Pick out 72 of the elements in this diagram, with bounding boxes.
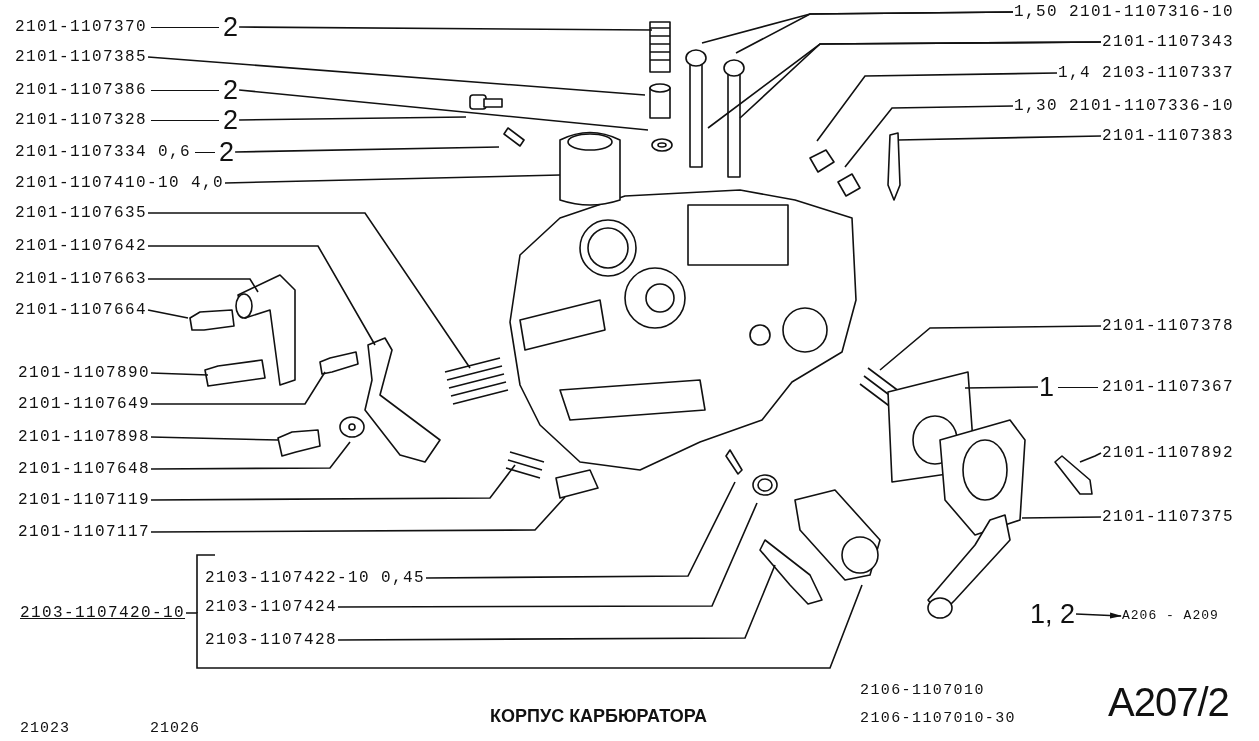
callout-number: 1 xyxy=(1039,373,1055,401)
callout-number: 2 xyxy=(223,106,239,134)
part-number-label: 2101-1107649 xyxy=(18,395,151,413)
leader-line xyxy=(238,26,653,31)
model-number: 21023 xyxy=(20,720,70,737)
leader-line xyxy=(224,174,561,184)
leader-line xyxy=(238,116,467,121)
part-number-label: 2103-1107428 xyxy=(205,631,338,649)
part-number-label: 2101-1107890 xyxy=(18,364,151,382)
arrow xyxy=(1075,612,1122,619)
page-number: A207/2 xyxy=(1108,680,1229,725)
leader-line xyxy=(150,464,516,501)
part-number-label: 2101-1107898 xyxy=(18,428,151,446)
leader-line xyxy=(337,502,758,608)
leader-line xyxy=(147,245,376,346)
part-number-label: 2101-1107378 xyxy=(1102,317,1235,335)
part-number-label: 2106-1107010 xyxy=(860,682,985,699)
part-number-label: 2101-1107383 xyxy=(1102,127,1235,145)
leader-line xyxy=(147,56,646,96)
part-number-label: 2101-1107343 xyxy=(1102,33,1235,51)
part-number-label: 2101-1107375 xyxy=(1102,508,1235,526)
leader-line xyxy=(150,496,566,533)
part-number-label: 2106-1107010-30 xyxy=(860,710,1017,727)
callout-number: 2 xyxy=(219,138,235,166)
part-number-label: 2103-1107424 xyxy=(205,598,338,616)
part-number-label: 2101-1107385 xyxy=(15,48,148,66)
leader-line xyxy=(150,441,351,470)
part-number-label: 2103-1107422-10 0,45 xyxy=(205,569,426,587)
part-number-label: 2101-1107117 xyxy=(18,523,151,541)
leader-line xyxy=(337,564,776,641)
part-number-label: 2101-1107663 xyxy=(15,270,148,288)
part-number-label: 2101-1107367 xyxy=(1102,378,1235,396)
part-number-label: 2101-1107648 xyxy=(18,460,151,478)
leader-line xyxy=(1021,516,1102,519)
part-number-label: 2101-1107642 xyxy=(15,237,148,255)
leader-line xyxy=(147,212,471,369)
leader-line xyxy=(964,386,1039,389)
leader-line xyxy=(1079,452,1102,463)
leader-line xyxy=(735,11,1014,54)
leader-line xyxy=(150,372,209,376)
part-number-label: 2101-1107635 xyxy=(15,204,148,222)
callout-number: 2 xyxy=(223,13,239,41)
leader-line xyxy=(739,41,1102,119)
leader-line xyxy=(150,436,279,441)
leader-line xyxy=(234,146,500,153)
leader-line xyxy=(185,584,863,669)
part-number-label: A206 - A209 xyxy=(1122,607,1219,625)
leader-line xyxy=(150,371,326,405)
model-number: 21026 xyxy=(150,720,200,737)
part-number-label: 2101-1107334 0,6 xyxy=(15,143,192,161)
part-number-label: 2101-1107410-10 4,0 xyxy=(15,174,225,192)
part-number-label: 2101-1107370 xyxy=(15,18,148,36)
callout-number: 2 xyxy=(223,76,239,104)
leader-line xyxy=(897,135,1102,141)
part-number-label: 2103-1107420-10 xyxy=(20,604,186,622)
leader-line xyxy=(844,105,1014,168)
part-number-label: 2101-1107664 xyxy=(15,301,148,319)
part-number-label: 2101-1107892 xyxy=(1102,444,1235,462)
part-number-label: 1,4 2103-1107337 xyxy=(1058,64,1235,82)
part-number-label: 2101-1107328 xyxy=(15,111,148,129)
callout-number: 1, 2 xyxy=(1030,600,1076,628)
part-number-label: 1,30 2101-1107336-10 xyxy=(1014,97,1235,115)
leader-line xyxy=(238,89,649,131)
part-number-label: 2101-1107119 xyxy=(18,491,151,509)
leader-line xyxy=(147,309,189,319)
part-number-label: 2101-1107386 xyxy=(15,81,148,99)
leader-line xyxy=(879,325,1102,371)
leader-line xyxy=(147,278,259,293)
title: КОРПУС КАРБЮРАТОРА xyxy=(490,706,708,727)
part-number-label: 1,50 2101-1107316-10 xyxy=(1014,3,1235,21)
leader-line xyxy=(816,72,1058,142)
leader-line xyxy=(425,481,736,579)
